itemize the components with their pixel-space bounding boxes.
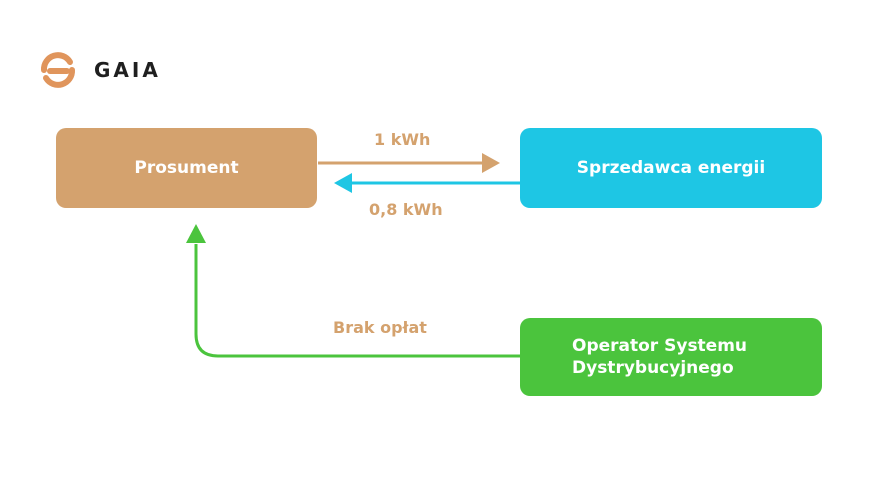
node-prosument: Prosument bbox=[56, 128, 317, 208]
arrow-from-osd-head bbox=[186, 224, 206, 243]
brand-name: GAIA bbox=[94, 58, 161, 82]
arrow-from-seller-head bbox=[334, 173, 352, 193]
edge-label-1-kwh: 1 kWh bbox=[374, 130, 431, 149]
node-distribution-operator: Operator Systemu Dystrybucyjnego bbox=[520, 318, 822, 396]
arrow-from-osd bbox=[194, 244, 520, 358]
brand-logo: GAIA bbox=[36, 50, 161, 90]
node-energy-seller-label: Sprzedawca energii bbox=[576, 158, 766, 178]
gaia-logo-icon bbox=[41, 52, 75, 88]
node-energy-seller: Sprzedawca energii bbox=[520, 128, 822, 208]
edge-label-no-fees: Brak opłat bbox=[333, 318, 427, 337]
edge-label-0-8-kwh: 0,8 kWh bbox=[369, 200, 443, 219]
arrow-to-seller-head bbox=[482, 153, 500, 173]
node-prosument-label: Prosument bbox=[134, 158, 239, 178]
node-osd-label-line1: Operator Systemu bbox=[572, 336, 748, 356]
node-osd-label-line2: Dystrybucyjnego bbox=[572, 358, 734, 378]
